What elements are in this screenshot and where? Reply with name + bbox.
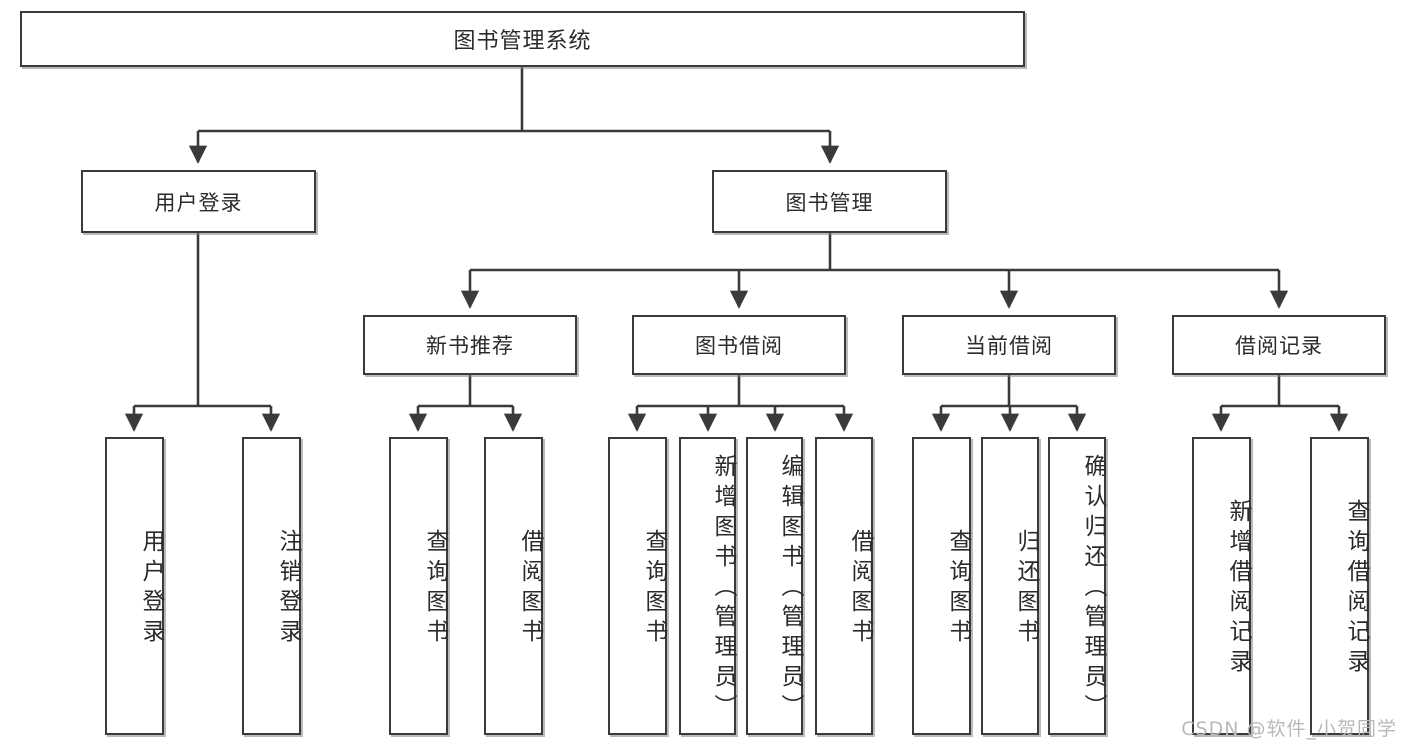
node-label: 借阅图书 (517, 529, 543, 649)
node-borrow-record[interactable]: 借阅记录 (1172, 315, 1386, 375)
node-label: 借阅记录 (1235, 334, 1323, 358)
node-label: 当前借阅 (965, 334, 1053, 358)
node-label: 确认归还（管理员） (1080, 454, 1106, 724)
node-label: 查询图书 (422, 529, 448, 649)
node-new-book-recommend[interactable]: 新书推荐 (363, 315, 577, 375)
leaf-record-query-record[interactable]: 查询借阅记录 (1310, 437, 1369, 735)
node-label: 新增图书（管理员） (710, 454, 736, 724)
node-label: 借阅图书 (847, 529, 873, 649)
node-root-system[interactable]: 图书管理系统 (20, 11, 1025, 67)
node-book-borrow[interactable]: 图书借阅 (632, 315, 846, 375)
leaf-user-login-signin[interactable]: 用户登录 (105, 437, 164, 735)
node-label: 图书借阅 (695, 334, 783, 358)
node-label: 注销登录 (275, 529, 301, 649)
leaf-borrow-add-book[interactable]: 新增图书（管理员） (679, 437, 736, 735)
leaf-recommend-query-book[interactable]: 查询图书 (389, 437, 448, 735)
leaf-record-add-record[interactable]: 新增借阅记录 (1192, 437, 1251, 735)
node-current-borrow[interactable]: 当前借阅 (902, 315, 1116, 375)
node-label: 用户登录 (154, 190, 243, 215)
node-label: 查询图书 (945, 529, 971, 649)
node-label: 新书推荐 (426, 334, 514, 358)
node-label: 编辑图书（管理员） (777, 454, 803, 724)
node-label: 图书管理系统 (453, 29, 592, 54)
node-label: 归还图书 (1013, 529, 1039, 649)
leaf-borrow-edit-book[interactable]: 编辑图书（管理员） (746, 437, 803, 735)
leaf-borrow-borrow-book[interactable]: 借阅图书 (815, 437, 873, 735)
node-label: 查询借阅记录 (1343, 499, 1369, 679)
leaf-recommend-borrow-book[interactable]: 借阅图书 (484, 437, 543, 735)
leaf-user-login-signout[interactable]: 注销登录 (242, 437, 301, 735)
node-label: 新增借阅记录 (1225, 499, 1251, 679)
node-label: 查询图书 (641, 529, 667, 649)
node-label: 用户登录 (138, 529, 164, 649)
leaf-current-confirm-return[interactable]: 确认归还（管理员） (1048, 437, 1106, 735)
node-user-login[interactable]: 用户登录 (81, 170, 316, 233)
leaf-borrow-query-book[interactable]: 查询图书 (608, 437, 667, 735)
node-label: 图书管理 (785, 190, 874, 215)
node-book-management[interactable]: 图书管理 (712, 170, 947, 233)
leaf-current-return-book[interactable]: 归还图书 (981, 437, 1039, 735)
leaf-current-query-book[interactable]: 查询图书 (912, 437, 971, 735)
